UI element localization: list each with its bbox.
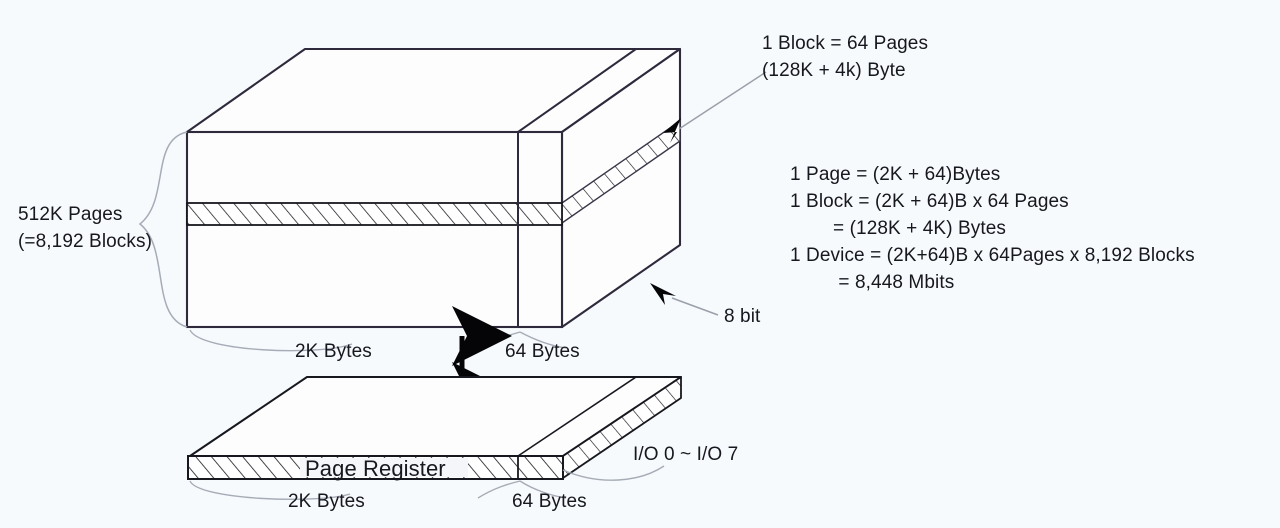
register-spare-size-label: 64 Bytes — [512, 491, 587, 512]
equation-line-3: = (128K + 4K) Bytes — [790, 218, 1007, 239]
block-note-line1: 1 Block = 64 Pages — [762, 33, 929, 54]
depth-arrowhead — [650, 283, 676, 305]
register-main-brace — [189, 480, 351, 501]
io-range-label: I/O 0 ~ I/O 7 — [633, 444, 739, 465]
equation-line-2: 1 Block = (2K + 64)B x 64 Pages — [790, 191, 1069, 212]
array-front-face — [185, 130, 564, 329]
depth-leader — [671, 297, 719, 316]
equation-line-4: 1 Device = (2K+64)B x 64Pages x 8,192 Bl… — [790, 245, 1195, 266]
array-spare-divider-top — [517, 48, 637, 133]
array-spare-size-label: 64 Bytes — [505, 341, 580, 362]
block-note-arrowhead — [663, 118, 681, 143]
array-front-page-band — [186, 202, 563, 226]
block-note-leader — [678, 71, 767, 130]
register-spare-divider-top — [517, 376, 637, 457]
block-note-line2: (128K + 4k) Byte — [762, 60, 906, 81]
register-spare-brace-2 — [519, 480, 567, 499]
register-spare-brace — [477, 480, 521, 499]
page-register-label: Page Register — [305, 456, 446, 481]
array-main-brace — [189, 329, 353, 352]
equation-line-5: = 8,448 Mbits — [790, 272, 955, 293]
pages-brace — [138, 131, 188, 328]
io-leader — [562, 465, 665, 481]
register-main-size-label: 2K Bytes — [288, 491, 365, 512]
depth-label: 8 bit — [724, 306, 761, 327]
array-spare-brace-2 — [519, 331, 567, 349]
register-label-plate — [300, 458, 468, 477]
equation-line-1: 1 Page = (2K + 64)Bytes — [790, 164, 1001, 185]
pages-label-line2: (=8,192 Blocks) — [18, 231, 153, 252]
array-main-size-label: 2K Bytes — [295, 341, 372, 362]
pages-label-line1: 512K Pages — [18, 204, 123, 225]
